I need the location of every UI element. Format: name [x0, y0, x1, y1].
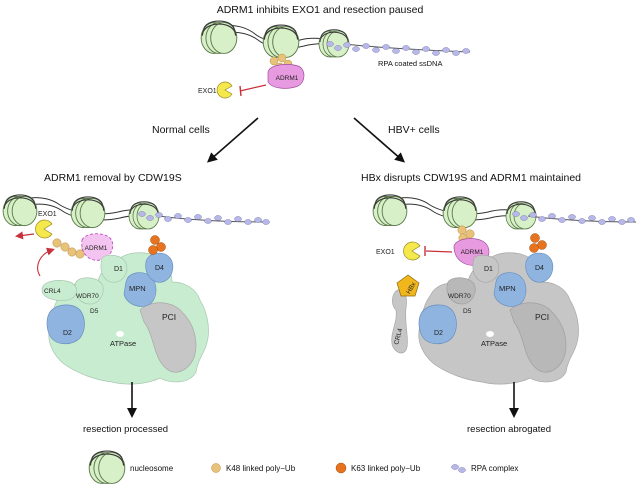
nucleosome-icon [70, 196, 106, 229]
nucleosome-icon [442, 196, 478, 229]
right-d4-label: D4 [535, 265, 544, 272]
exo1-label: EXO1 [198, 88, 217, 95]
inhibition-line [239, 84, 267, 92]
left-k63-ub-dot [148, 245, 158, 255]
branch-hbv-label: HBV+ cells [388, 124, 440, 136]
left-proteasome [46, 252, 209, 385]
left-d1-label: D1 [114, 266, 123, 273]
right-panel-title: HBx disrupts CDW19S and ADRM1 maintained [361, 172, 581, 184]
nucleosome-icon [200, 20, 238, 55]
adrm1-shape [267, 64, 305, 89]
right-inhibition-line [425, 250, 453, 253]
left-pci-label: PCI [162, 312, 176, 322]
top-schematic: RPA coated ssDNA ADRM1 EXO1 [198, 20, 471, 99]
left-d5-label: D5 [90, 308, 99, 315]
rpa-chain [326, 41, 470, 56]
adrm1-label: ADRM1 [276, 75, 299, 82]
legend: nucleosome K48 linked poly−Ub K63 linked… [88, 450, 518, 485]
right-crl4-label: CRL4 [393, 327, 404, 345]
left-adrm1-shape [81, 233, 114, 261]
left-outcome-label: resection processed [83, 424, 168, 435]
left-mpn-label: MPN [129, 284, 146, 293]
legend-nucleosome-icon [88, 450, 126, 485]
legend-k48-label: K48 linked poly−Ub [226, 464, 296, 473]
right-adrm1-label: ADRM1 [461, 249, 484, 256]
right-k63-ub-dot [537, 240, 547, 250]
legend-k63-label: K63 linked poly−Ub [351, 464, 421, 473]
right-k48-ub-dot [457, 225, 467, 235]
legend-rpa-icon [451, 464, 459, 470]
arrow-hbv [353, 117, 406, 163]
right-dna [372, 194, 637, 230]
left-d2-label: D2 [63, 330, 72, 337]
right-wdr70-label: WDR70 [448, 293, 471, 300]
k48-ub-dot [277, 53, 287, 63]
right-d5-label: D5 [463, 308, 472, 315]
left-crl4-label: CRL4 [44, 288, 61, 295]
arrow-normal [206, 117, 259, 163]
exo1-shape [216, 81, 233, 99]
right-crl4-shape [391, 289, 408, 354]
branch-normal-label: Normal cells [152, 124, 210, 136]
main-title: ADRM1 inhibits EXO1 and resection paused [217, 4, 424, 16]
left-atpase-label: ATPase [110, 339, 136, 348]
right-exo1-label: EXO1 [376, 249, 395, 256]
legend-nucleosome-label: nucleosome [130, 464, 174, 473]
left-exo1-label: EXO1 [38, 211, 57, 218]
legend-k48-icon [211, 463, 221, 473]
ssdna-label: RPA coated ssDNA [378, 59, 442, 68]
left-crl4-shape [41, 280, 77, 301]
left-panel-title: ADRM1 removal by CDW19S [44, 172, 182, 184]
left-k63-ub-dot [150, 235, 160, 245]
nucleosome-icon [372, 194, 408, 227]
right-outcome-label: resection abrogated [467, 424, 551, 435]
right-exo1-shape [403, 241, 421, 261]
left-ub-transfer-arrow [37, 247, 55, 277]
right-proteasome [418, 252, 579, 385]
nucleosome-icon [262, 24, 300, 59]
right-atpase-label: ATPase [481, 339, 507, 348]
hbx-shape [396, 274, 420, 297]
left-wdr70-label: WDR70 [76, 293, 99, 300]
left-adrm1-label: ADRM1 [85, 245, 108, 252]
nucleosome-icon [2, 194, 38, 227]
legend-rpa-label: RPA complex [471, 464, 518, 473]
k48-ub-dot [269, 56, 279, 66]
right-d1-label: D1 [484, 266, 493, 273]
left-d4-label: D4 [155, 265, 164, 272]
right-k63-ub-dot [530, 233, 540, 243]
right-k63-ub-dot [529, 243, 539, 253]
left-dna [2, 194, 270, 230]
right-pci-label: PCI [535, 312, 549, 322]
left-exo1-shape [35, 219, 53, 239]
right-mpn-label: MPN [499, 284, 516, 293]
right-d2-label: D2 [434, 330, 443, 337]
legend-k63-icon [335, 462, 347, 474]
left-exo1-move-arrow [15, 231, 35, 240]
left-k63-ub-dot [156, 242, 166, 252]
